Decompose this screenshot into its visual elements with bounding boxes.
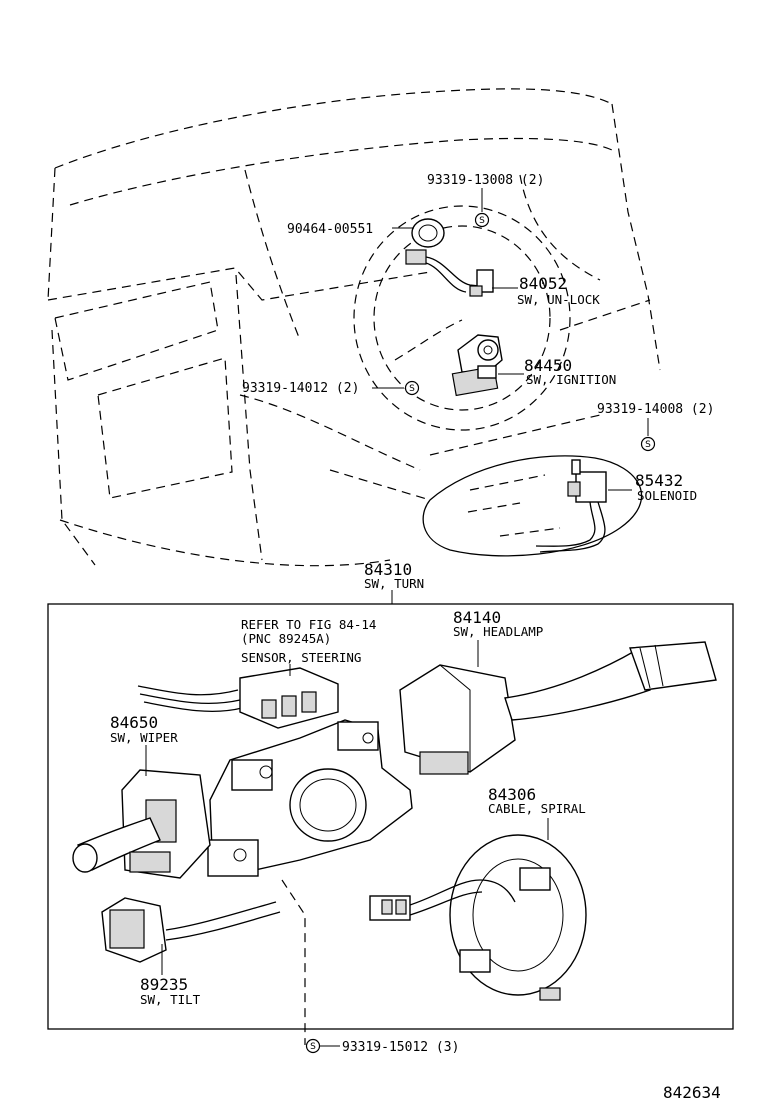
screw-symbol-14012: S (404, 380, 420, 396)
part-number-84310: 84310 (364, 560, 412, 579)
reference-line-1: REFER TO FIG 84-14 (241, 617, 376, 632)
screw-symbol-15012: S (305, 1038, 321, 1054)
column-cover (422, 455, 642, 557)
spiral-cable (369, 818, 587, 1001)
part-number-84140: 84140 (453, 608, 501, 627)
leader-93319-15012 (281, 879, 306, 1045)
svg-text:S: S (479, 216, 485, 226)
part-number-85432: 85432 (635, 471, 683, 490)
part-number-89235: 89235 (140, 975, 188, 994)
turn-switch-body (207, 719, 413, 877)
callout-90464-00551: 90464-00551 (287, 222, 373, 237)
reference-line-2: (PNC 89245A) (241, 631, 331, 646)
part-name-84450: SW, IGNITION (526, 372, 616, 387)
dashboard-outline (47, 88, 661, 567)
screw-symbol-13008: S (474, 212, 490, 228)
part-number-84450: 84450 (524, 356, 572, 375)
part-name-84650: SW, WIPER (110, 730, 178, 745)
part-name-84310: SW, TURN (364, 576, 424, 591)
steering-sensor (137, 664, 339, 729)
svg-text:S: S (310, 1042, 316, 1052)
clip-ring (411, 218, 445, 248)
wiper-switch (72, 769, 211, 879)
steering-wheel (353, 205, 571, 431)
part-name-85432: SOLENOID (637, 488, 697, 503)
unlock-switch (405, 249, 494, 297)
callout-93319-14008: 93319-14008 (2) (597, 402, 714, 417)
part-name-84306: CABLE, SPIRAL (488, 801, 586, 816)
svg-text:S: S (409, 384, 415, 394)
upper-leaders (372, 188, 649, 491)
screw-symbol-14008: S (640, 436, 656, 452)
callout-93319-13008: 93319-13008 (2) (427, 173, 544, 188)
figure-id: 842634 (663, 1083, 721, 1102)
solenoid (535, 459, 607, 553)
ignition-switch (451, 334, 503, 397)
part-name-84052: SW, UN-LOCK (517, 292, 600, 307)
tilt-switch (101, 897, 281, 975)
part-number-84052: 84052 (519, 274, 567, 293)
callout-93319-14012: 93319-14012 (2) (242, 381, 359, 396)
exploded-view-frame (47, 603, 734, 1030)
reference-line-3: SENSOR, STEERING (241, 650, 361, 665)
part-name-89235: SW, TILT (140, 992, 201, 1007)
part-number-84650: 84650 (110, 713, 158, 732)
part-name-84140: SW, HEADLAMP (453, 624, 543, 639)
svg-text:S: S (645, 440, 651, 450)
part-number-84306: 84306 (488, 785, 536, 804)
headlamp-switch (399, 640, 717, 775)
callout-93319-15012: 93319-15012 (3) (342, 1040, 459, 1055)
